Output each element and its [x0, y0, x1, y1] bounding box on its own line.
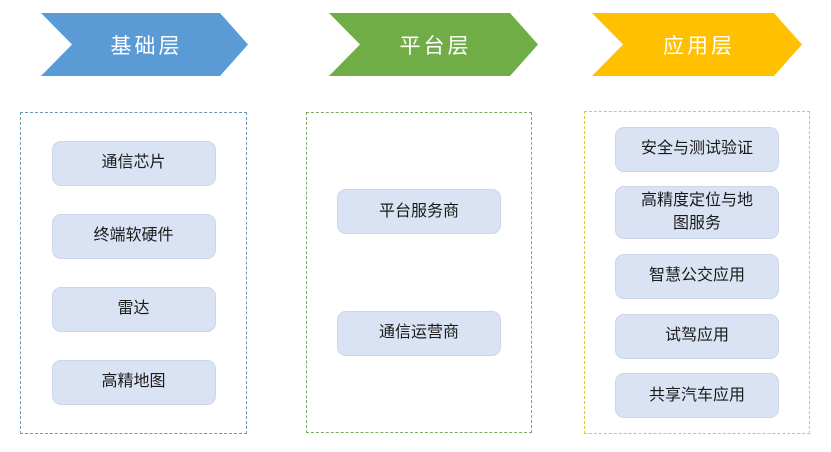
panel-application-layer: 安全与测试验证 高精度定位与地 图服务 智慧公交应用 试驾应用 共享汽车应用: [584, 111, 810, 434]
node-test-drive-application: 试驾应用: [615, 313, 779, 359]
node-radar: 雷达: [51, 287, 216, 332]
node-communication-chip: 通信芯片: [51, 141, 216, 186]
header-label-foundation-layer: 基础层: [110, 34, 183, 58]
node-hd-map: 高精地图: [51, 360, 216, 405]
header-label-platform-layer: 平台层: [399, 34, 472, 58]
node-platform-service-provider: 平台服务商: [337, 189, 501, 235]
header-label-application-layer: 应用层: [663, 34, 735, 58]
node-hd-positioning-map-service: 高精度定位与地 图服务: [615, 186, 779, 240]
header-arrow-platform-layer: 平台层: [329, 13, 538, 76]
panel-platform-layer: 平台服务商 通信运营商: [306, 112, 532, 433]
node-telecom-operator: 通信运营商: [337, 310, 501, 356]
header-arrow-foundation-layer: 基础层: [41, 13, 248, 76]
node-car-sharing-application: 共享汽车应用: [615, 373, 779, 419]
node-security-test-verification: 安全与测试验证: [615, 126, 779, 172]
node-terminal-hardware-software: 终端软硬件: [51, 214, 216, 259]
node-smart-bus-application: 智慧公交应用: [615, 253, 779, 299]
header-arrow-application-layer: 应用层: [592, 13, 802, 76]
panel-foundation-layer: 通信芯片 终端软硬件 雷达 高精地图: [20, 112, 247, 434]
